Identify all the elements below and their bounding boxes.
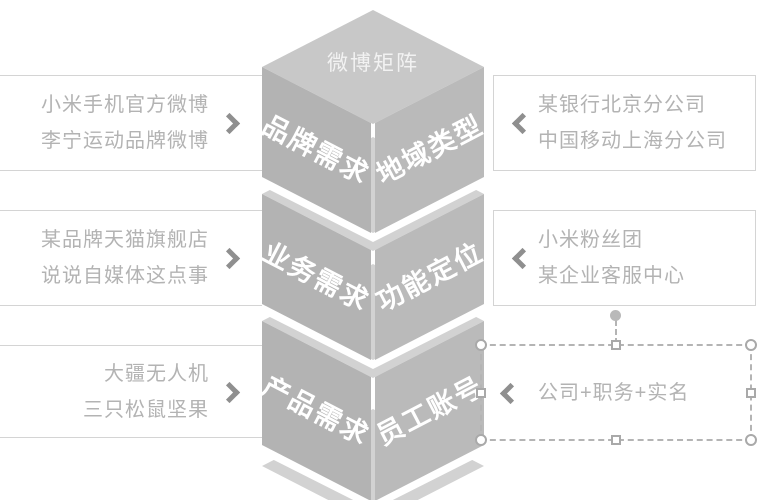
text-line: 公司+职务+实名 xyxy=(538,381,690,404)
right-box-account-text: 公司+职务+实名 xyxy=(482,375,689,411)
right-box-region[interactable]: 某银行北京分公司 中国移动上海分公司 xyxy=(493,75,756,171)
resize-handle-top[interactable] xyxy=(611,340,621,350)
cube-top-label: 微博矩阵 xyxy=(327,52,419,75)
text-line: 某企业客服中心 xyxy=(538,265,685,287)
cube2-right-face[interactable] xyxy=(375,194,484,360)
text-line: 李宁运动品牌微博 xyxy=(41,130,209,152)
rotation-handle-stem xyxy=(615,320,617,344)
cube1-right-face[interactable] xyxy=(375,67,484,233)
cube2-left-face[interactable] xyxy=(262,194,371,360)
resize-handle-left[interactable] xyxy=(476,387,486,398)
text-line: 三只松鼠坚果 xyxy=(83,398,209,421)
left-box-product[interactable]: 大疆无人机 三只松鼠坚果 xyxy=(0,345,268,438)
left-box-business[interactable]: 某品牌天猫旗舰店 说说自媒体这点事 xyxy=(0,210,268,306)
resize-handle-bottom[interactable] xyxy=(611,435,621,445)
right-box-function[interactable]: 小米粉丝团 某企业客服中心 xyxy=(493,210,756,306)
text-line: 小米粉丝团 xyxy=(538,229,643,251)
text-line: 说说自媒体这点事 xyxy=(41,265,209,287)
right-box-account-selected[interactable]: 公司+职务+实名 xyxy=(475,310,757,446)
left-box-product-text: 大疆无人机 三只松鼠坚果 xyxy=(0,356,267,428)
resize-handle-top-right[interactable] xyxy=(745,339,757,351)
text-line: 某银行北京分公司 xyxy=(538,94,706,116)
text-line: 小米手机官方微博 xyxy=(41,94,209,116)
resize-handle-bottom-left[interactable] xyxy=(475,434,487,446)
text-line: 大疆无人机 xyxy=(104,362,209,385)
gap-band xyxy=(262,445,484,500)
text-line: 某品牌天猫旗舰店 xyxy=(41,229,209,251)
cube1-left-face[interactable] xyxy=(262,67,371,233)
left-box-brand[interactable]: 小米手机官方微博 李宁运动品牌微博 xyxy=(0,75,268,171)
left-box-business-text: 某品牌天猫旗舰店 说说自媒体这点事 xyxy=(0,222,267,294)
rotation-handle[interactable] xyxy=(610,310,621,321)
resize-handle-top-left[interactable] xyxy=(475,339,487,351)
right-box-region-text: 某银行北京分公司 中国移动上海分公司 xyxy=(494,87,755,159)
resize-handle-right[interactable] xyxy=(746,387,756,398)
resize-handle-bottom-right[interactable] xyxy=(745,434,757,446)
cube1-top-face[interactable] xyxy=(262,10,484,124)
text-line: 中国移动上海分公司 xyxy=(538,130,727,152)
cube3-left-face[interactable] xyxy=(262,321,371,500)
left-box-brand-text: 小米手机官方微博 李宁运动品牌微博 xyxy=(0,87,267,159)
cube3-right-face[interactable] xyxy=(375,321,484,500)
right-box-function-text: 小米粉丝团 某企业客服中心 xyxy=(494,222,755,294)
